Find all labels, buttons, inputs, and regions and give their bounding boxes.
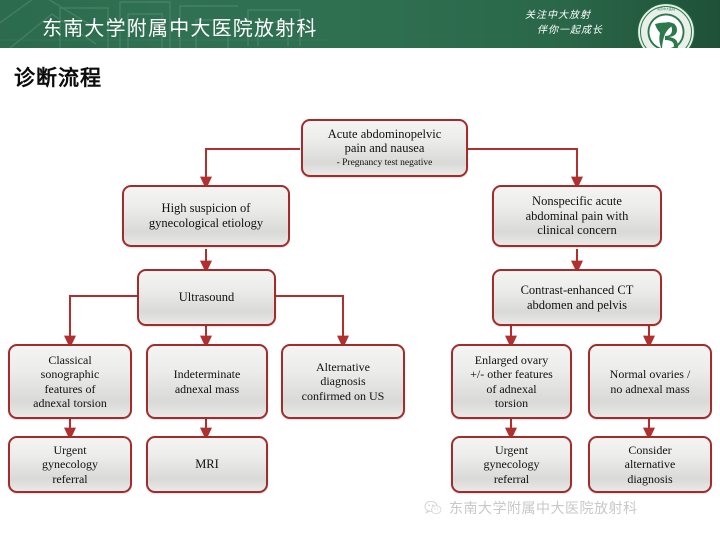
flow-node-indeterminate[interactable]: Indeterminate adnexal mass <box>146 344 268 419</box>
slogan-line-1: 关注中大放射 <box>525 10 591 21</box>
node-text-line: Contrast-enhanced CT <box>520 282 634 297</box>
flow-node-urgent-referral-left[interactable]: Urgent gynecology referral <box>8 436 132 493</box>
page-title: 诊断流程 <box>14 67 102 90</box>
hospital-emblem-logo: 南京中大医院 ZHONGDA HOSPITAL <box>636 2 696 48</box>
node-text-line: gynecology <box>483 457 540 472</box>
node-text-line: gynecology <box>42 457 98 472</box>
node-text-line: pain and nausea <box>344 141 425 156</box>
flow-node-alt-dx-us[interactable]: Alternative diagnosis confirmed on US <box>281 344 405 419</box>
node-text-line: confirmed on US <box>301 388 385 403</box>
header-org-title: 东南大学附属中大医院放射科 <box>42 18 318 40</box>
node-text-line: Consider <box>628 443 672 458</box>
flow-node-consider-alt[interactable]: Consider alternative diagnosis <box>588 436 712 493</box>
header-slogan: 关注中大放射 伴你一起成长 <box>525 8 635 38</box>
node-text-line: clinical concern <box>537 223 617 238</box>
flow-node-normal-ovaries[interactable]: Normal ovaries / no adnexal mass <box>588 344 712 419</box>
node-text-line: features of <box>44 381 96 396</box>
node-text-line: gynecological etiology <box>148 216 264 230</box>
node-text-line: abdominal pain with <box>525 208 629 223</box>
node-text-line: Normal ovaries / <box>609 367 691 382</box>
node-text-line: of adnexal <box>486 381 537 396</box>
wechat-icon <box>424 500 442 515</box>
node-text-line: High suspicion of <box>161 201 251 216</box>
flow-node-nonspecific[interactable]: Nonspecific acute abdominal pain with cl… <box>492 185 662 247</box>
node-subtext: - Pregnancy test negative <box>336 158 433 169</box>
flow-node-ct[interactable]: Contrast-enhanced CT abdomen and pelvis <box>492 269 662 326</box>
node-text-line: Classical <box>48 353 92 368</box>
node-text-line: Urgent <box>494 443 529 458</box>
node-text-line: referral <box>52 471 88 486</box>
node-text-line: Urgent <box>53 443 87 458</box>
page-header: 东南大学附属中大医院放射科 关注中大放射 伴你一起成长 南京中大医院 ZHONG… <box>0 0 720 48</box>
node-text-line: torsion <box>494 395 529 410</box>
node-text-line: Alternative <box>316 360 370 375</box>
node-text-line: MRI <box>195 457 219 472</box>
node-text-line: diagnosis <box>320 374 366 389</box>
flow-node-root[interactable]: Acute abdominopelvic pain and nausea - P… <box>301 119 468 177</box>
svg-text:南京中大医院: 南京中大医院 <box>657 6 675 11</box>
slogan-line-2: 伴你一起成长 <box>537 25 603 36</box>
footer-wechat-credit: 东南大学附属中大医院放射科 <box>424 498 638 518</box>
node-text-line: adnexal torsion <box>33 395 107 410</box>
node-text-line: sonographic <box>40 367 100 382</box>
flow-node-classical-us[interactable]: Classical sonographic features of adnexa… <box>8 344 132 419</box>
node-text-line: Ultrasound <box>178 290 235 305</box>
node-text-line: Enlarged ovary <box>474 353 549 368</box>
header-watermark-pattern <box>0 0 301 48</box>
node-text-line: no adnexal mass <box>610 381 690 396</box>
flow-node-urgent-referral-right[interactable]: Urgent gynecology referral <box>451 436 572 493</box>
node-text-line: abdomen and pelvis <box>527 297 627 312</box>
node-text-line: referral <box>493 471 530 486</box>
flow-node-ultrasound[interactable]: Ultrasound <box>137 269 276 326</box>
flow-node-mri[interactable]: MRI <box>146 436 268 493</box>
node-text-line: +/- other features <box>470 367 553 382</box>
node-text-line: alternative <box>624 457 676 472</box>
node-text-line: Indeterminate <box>173 367 241 382</box>
footer-account-name: 东南大学附属中大医院放射科 <box>449 500 638 516</box>
node-text-line: diagnosis <box>627 471 673 486</box>
flow-node-enlarged-ovary[interactable]: Enlarged ovary +/- other features of adn… <box>451 344 572 419</box>
node-text-line: adnexal mass <box>174 381 240 396</box>
node-text-line: Acute abdominopelvic <box>327 126 442 141</box>
node-text-line: Nonspecific acute <box>532 193 622 208</box>
flow-node-gyn-suspicion[interactable]: High suspicion of gynecological etiology <box>122 185 290 247</box>
